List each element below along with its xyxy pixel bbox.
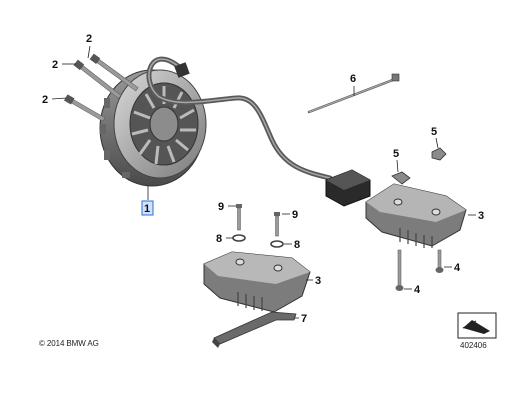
svg-text:2: 2	[42, 94, 48, 106]
callout-2-lower[interactable]: 2	[42, 94, 48, 106]
callout-3-left[interactable]: 3	[315, 275, 321, 287]
callout-5-right[interactable]: 5	[431, 126, 437, 138]
document-number: 402406	[460, 341, 487, 350]
svg-text:9: 9	[218, 201, 224, 213]
mounting-bracket[interactable]	[212, 311, 297, 348]
svg-text:4: 4	[454, 262, 461, 274]
voltage-regulator-left[interactable]	[203, 251, 311, 313]
screws-part-4[interactable]	[395, 249, 444, 291]
callout-9-right[interactable]: 9	[292, 209, 298, 221]
speed-nuts[interactable]	[391, 147, 447, 185]
plug-connector[interactable]	[325, 169, 371, 207]
callout-1-highlighted[interactable]: 1	[141, 200, 154, 216]
callout-8-right[interactable]: 8	[294, 239, 300, 251]
callout-4-lower[interactable]: 4	[414, 284, 421, 296]
callout-5-left[interactable]: 5	[393, 148, 399, 160]
cable-tie[interactable]	[307, 73, 400, 114]
callout-7[interactable]: 7	[301, 313, 307, 325]
hex-bolts[interactable]	[63, 53, 139, 123]
svg-text:4: 4	[414, 284, 421, 296]
callout-3-right[interactable]: 3	[478, 210, 484, 222]
svg-text:5: 5	[431, 126, 437, 138]
callout-8-left[interactable]: 8	[216, 233, 222, 245]
callout-9-left[interactable]: 9	[218, 201, 224, 213]
stator-cable	[146, 56, 333, 181]
svg-text:5: 5	[393, 148, 399, 160]
copyright-notice: © 2014 BMW AG	[39, 339, 99, 348]
svg-text:2: 2	[52, 59, 58, 71]
svg-text:1: 1	[144, 203, 150, 215]
svg-text:8: 8	[216, 233, 222, 245]
svg-text:9: 9	[292, 209, 298, 221]
svg-text:3: 3	[315, 275, 321, 287]
callout-2-top[interactable]: 2	[86, 33, 92, 45]
washers-part-8[interactable]	[232, 234, 284, 248]
svg-text:6: 6	[350, 73, 356, 85]
callout-2-middle[interactable]: 2	[52, 59, 58, 71]
svg-text:7: 7	[301, 313, 307, 325]
voltage-regulator-right[interactable]	[365, 183, 467, 248]
screws-part-9[interactable]	[236, 204, 280, 237]
svg-text:3: 3	[478, 210, 484, 222]
callout-6[interactable]: 6	[350, 73, 356, 85]
alternator-stator[interactable]	[99, 69, 207, 187]
svg-text:8: 8	[294, 239, 300, 251]
svg-text:2: 2	[86, 33, 92, 45]
callout-4-upper[interactable]: 4	[454, 262, 461, 274]
leader-lines	[51, 45, 476, 319]
folded-sheet-icon	[457, 312, 497, 339]
